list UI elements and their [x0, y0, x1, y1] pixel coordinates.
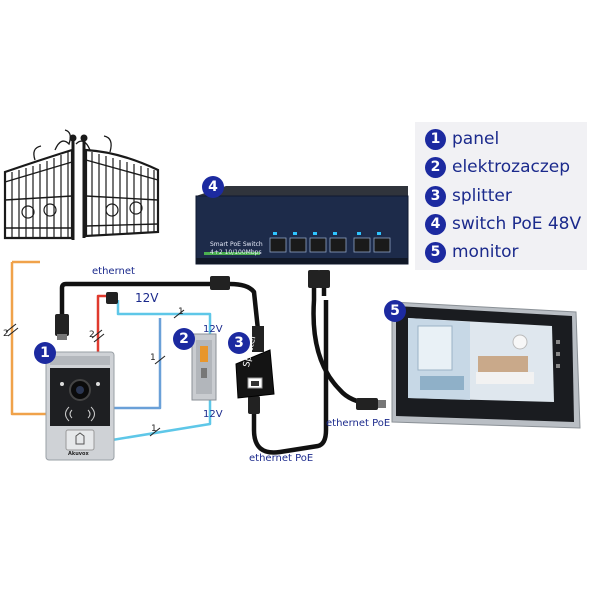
- badge-panel: 1: [34, 342, 56, 364]
- legend-label: monitor: [452, 242, 519, 262]
- legend-item-monitor: 5 monitor: [425, 239, 519, 265]
- legend-item-switch: 4 switch PoE 48V: [425, 211, 581, 237]
- switch-subtitle: 4+2 10/100Mbps: [210, 249, 262, 256]
- poe-switch: [195, 186, 409, 265]
- voltage-lock-top-label: 12V: [203, 324, 223, 335]
- ethernet-poe-left-label: ethernet PoE: [249, 453, 314, 464]
- legend: 1 panel 2 elektrozaczep 3 splitter 4 swi…: [415, 122, 587, 270]
- wire-count-gate: 2: [3, 329, 9, 339]
- panel-brand: Akuvox: [68, 451, 89, 457]
- legend-number: 5: [425, 241, 446, 263]
- rj45-connectors: [55, 270, 386, 414]
- voltage-lock-bottom-label: 12V: [203, 409, 223, 420]
- legend-number: 2: [425, 156, 446, 178]
- switch-title: Smart PoE Switch: [210, 241, 263, 248]
- legend-number: 1: [425, 128, 446, 150]
- badge-switch: 4: [202, 176, 224, 198]
- poe-splitter: [235, 326, 275, 399]
- wire-count-cyan-top: 1: [178, 307, 184, 317]
- gate-illustration: [3, 129, 160, 240]
- legend-item-panel: 1 panel: [425, 126, 499, 152]
- electric-lock: [191, 333, 217, 401]
- legend-label: elektrozaczep: [452, 157, 571, 177]
- legend-item-lock: 2 elektrozaczep: [425, 154, 570, 180]
- legend-number: 3: [425, 185, 446, 207]
- voltage-main-label: 12V: [135, 291, 159, 305]
- badge-monitor: 5: [384, 300, 406, 322]
- legend-label: panel: [452, 129, 500, 149]
- ethernet-label: ethernet: [92, 266, 135, 277]
- badge-lock: 2: [173, 328, 195, 350]
- legend-label: switch PoE 48V: [452, 214, 582, 234]
- legend-label: splitter: [452, 186, 512, 206]
- ethernet-poe-right-label: ethernet PoE: [326, 418, 391, 429]
- wire-count-cyan-bottom: 1: [151, 424, 157, 434]
- indoor-monitor: [391, 301, 581, 429]
- legend-number: 4: [425, 213, 446, 235]
- legend-item-splitter: 3 splitter: [425, 183, 512, 209]
- wire-count-red: 2: [89, 330, 95, 340]
- wire-count-blue: 1: [150, 353, 156, 363]
- door-panel: [45, 351, 115, 461]
- badge-splitter: 3: [228, 332, 250, 354]
